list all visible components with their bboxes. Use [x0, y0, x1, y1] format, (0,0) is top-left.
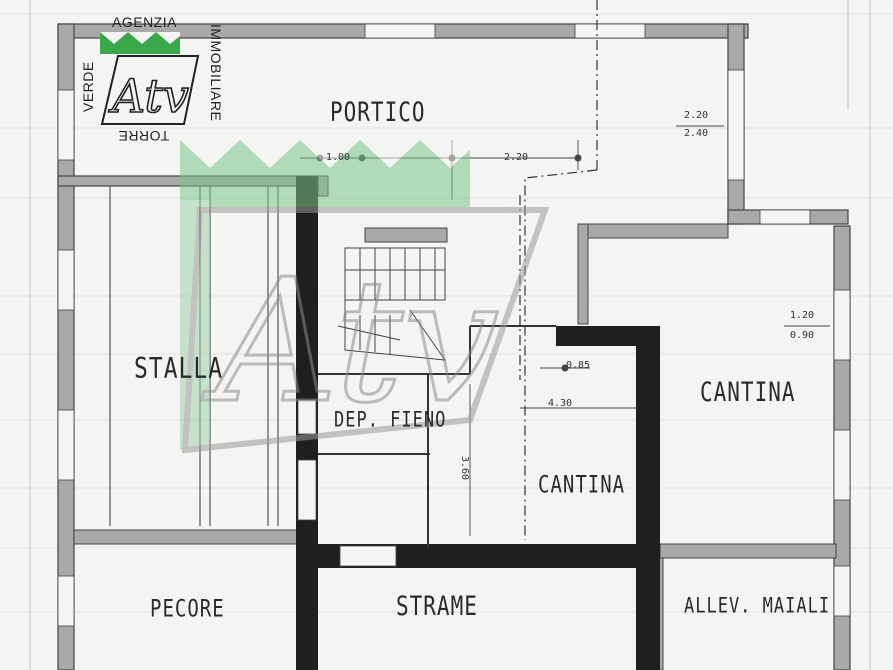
logo-text-bottom: TORRE [118, 128, 170, 144]
stair [337, 247, 447, 361]
watermark: Atv [180, 140, 550, 454]
dim-cantina-right-top: 1.20 [790, 310, 815, 321]
logo-text-top: AGENZIA [112, 14, 177, 30]
room-label-allev-maiali: ALLEV. MAIALI [684, 593, 831, 619]
room-label-cantina-large: CANTINA [700, 377, 796, 407]
svg-text:Atv: Atv [108, 69, 189, 123]
dim-cantina-height: 3.60 [459, 456, 470, 481]
svg-text:Atv: Atv [202, 243, 499, 441]
room-label-stalla: STALLA [134, 352, 224, 386]
logo-mark: Atv [100, 32, 200, 125]
room-label-strame: STRAME [396, 591, 478, 621]
logo-text-left: VERDE [80, 61, 96, 112]
dim-portico-mid: 2.20 [504, 152, 529, 163]
logo-text-right: IMMOBILIARE [208, 24, 224, 122]
room-label-portico: PORTICO [330, 97, 426, 127]
dim-cantina-width: 4.30 [548, 398, 573, 409]
dim-opening: 0.85 [566, 360, 591, 371]
room-label-pecore: PECORE [150, 595, 225, 623]
dim-portico-left: 1.00 [326, 152, 351, 163]
dim-cantina-right-bottom: 0.90 [790, 330, 815, 341]
room-label-dep-fieno: DEP. FIENO [334, 407, 447, 433]
room-label-cantina-small: CANTINA [538, 471, 626, 499]
dim-portico-right-top: 2.20 [684, 110, 709, 121]
dim-portico-right-bottom: 2.40 [684, 128, 709, 139]
